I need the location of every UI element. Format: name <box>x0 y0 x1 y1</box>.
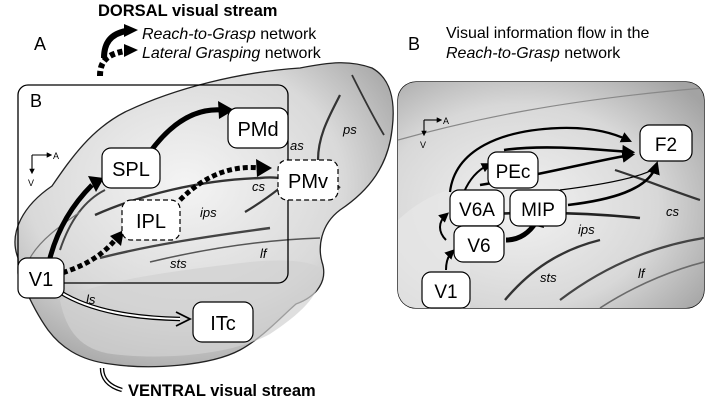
arrow-b-mip-to-f2 <box>567 161 660 207</box>
panel-b-cs-sulcus <box>614 168 701 202</box>
area-v1-label: V1 <box>29 269 53 291</box>
arrow-v1-to-spl <box>47 183 94 259</box>
arrow-spl-to-pmd <box>147 107 223 154</box>
arrowhead-ipl-to-pmv <box>256 159 272 177</box>
panel-b-lf-shadow <box>599 261 704 308</box>
arrowhead-v1-to-ipl <box>110 230 124 246</box>
area-itc: ITc <box>192 301 254 343</box>
sulcus-label-ips: ips <box>200 205 217 220</box>
area-pmd-label: PMd <box>237 119 278 141</box>
ventral-stream-title: VENTRAL visual stream <box>128 382 316 400</box>
panel-b-letter: B <box>408 34 420 54</box>
sulcus-label-ls: ls <box>86 292 96 307</box>
sulcus-label-ps: ps <box>342 122 357 137</box>
arrow-b-mip-to-f2-thin <box>559 167 657 191</box>
area-b-v1-label: V1 <box>434 282 457 303</box>
area-ipl-label: IPL <box>136 211 166 233</box>
panel-b-title-line2: Reach-to-Grasp network <box>446 45 621 62</box>
lateral-legend-arrowhead <box>124 44 138 57</box>
panel-b-title-line1: Visual information flow in the <box>446 25 649 42</box>
panel-b-title-suffix: network <box>560 45 621 62</box>
reach-legend-arrowhead <box>124 24 138 37</box>
area-spl: SPL <box>101 147 161 189</box>
temporal-lobe <box>60 260 322 357</box>
panel-b-lf-sulcus <box>559 236 704 301</box>
lateral-legend-suffix: network <box>260 45 321 62</box>
arrow-b-v6-to-v6a <box>438 212 450 241</box>
panel-b-sts-sulcus <box>504 238 601 301</box>
area-b-pec: PEc <box>487 151 539 189</box>
arrow-b-v6a-to-pec <box>463 163 492 193</box>
area-b-mip: MIP <box>509 189 567 227</box>
area-spl-label: SPL <box>112 159 150 181</box>
area-v1: V1 <box>17 257 65 299</box>
area-b-v6a-label: V6A <box>459 200 495 221</box>
axis-a-ventral: V <box>28 178 34 188</box>
arrowhead-spl-to-pmd <box>218 101 234 119</box>
axis-a-anterior: A <box>53 151 59 161</box>
arrow-v1-to-ipl <box>54 238 117 278</box>
sulcus-label-lf: lf <box>260 246 268 261</box>
inset-b-letter: B <box>30 91 42 111</box>
area-itc-label: ITc <box>210 313 236 335</box>
arrow-b-v6a-to-f2-top <box>448 126 632 193</box>
arrowhead-v1-to-itc <box>175 311 193 327</box>
area-b-mip-label: MIP <box>521 200 555 221</box>
area-b-v6: V6 <box>453 225 505 263</box>
area-b-v1: V1 <box>421 271 471 309</box>
sulcus-label-as: as <box>290 138 304 153</box>
panel-b-sulcus-cs: cs <box>666 204 680 219</box>
area-b-f2: F2 <box>639 124 693 162</box>
area-pmv: PMv <box>277 159 339 201</box>
area-pmv-label: PMv <box>288 171 328 193</box>
area-b-pec-label: PEc <box>496 162 531 183</box>
reach-legend-label: Reach-to-Grasp network <box>142 26 317 43</box>
sulcus-label-sts: sts <box>170 256 187 271</box>
axis-b-ventral: V <box>420 140 426 150</box>
dorsal-stream-title: DORSAL visual stream <box>98 2 277 20</box>
panel-b-sulcus-sts: sts <box>540 270 557 285</box>
lateral-legend-italic: Lateral Grasping <box>142 45 260 62</box>
panel-a-brain <box>14 62 394 368</box>
arrowhead-v1-to-spl <box>88 176 104 192</box>
occipital-ridge <box>29 211 81 259</box>
panel-a-letter: A <box>34 34 46 54</box>
reach-legend-italic: Reach-to-Grasp <box>142 26 256 43</box>
superior-temporal-sulcus <box>99 226 271 260</box>
area-pmd: PMd <box>227 107 289 149</box>
ventral-legend-curve-inner <box>101 367 123 391</box>
axis-b-anterior: A <box>443 116 449 126</box>
panel-b-sulcus-lf: lf <box>638 266 646 281</box>
arrow-b-v1-to-v6 <box>444 249 455 271</box>
area-b-v6a: V6A <box>449 189 505 227</box>
panel-b-sulcus-ips: ips <box>578 222 595 237</box>
arrow-ipl-to-pmv <box>178 164 261 202</box>
panel-b-title-italic: Reach-to-Grasp <box>446 45 560 62</box>
panel-b-upper-edge <box>398 87 704 141</box>
reach-legend-suffix: network <box>256 26 317 43</box>
lateral-legend-arrow <box>97 48 127 77</box>
area-b-v6-label: V6 <box>467 236 490 257</box>
orientation-axis-a: A V <box>28 151 59 188</box>
reach-legend-arrow <box>101 28 127 59</box>
area-b-f2-label: F2 <box>655 135 677 156</box>
sulcus-label-cs: cs <box>252 179 266 194</box>
lateral-fissure <box>149 237 321 263</box>
area-ipl: IPL <box>121 199 181 241</box>
principal-sulcus <box>351 74 385 136</box>
lateral-legend-label: Lateral Grasping network <box>142 45 322 62</box>
orientation-axis-b: A V <box>420 116 449 150</box>
arrow-b-pec-to-f2 <box>503 144 636 158</box>
arrow-v1-to-itc-inner <box>59 291 181 320</box>
